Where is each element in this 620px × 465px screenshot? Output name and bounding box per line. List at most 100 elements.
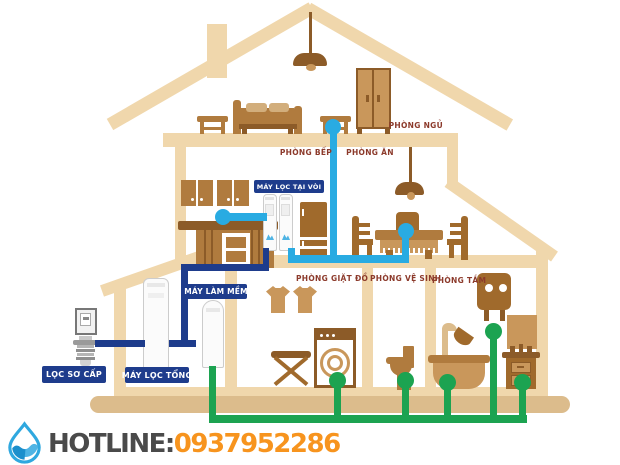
dining-chair-right-leg: [449, 245, 454, 258]
pipe-main-under-kitchen: [181, 264, 269, 271]
roof-right-slope: [304, 2, 514, 131]
whole-house-filter-cap: [147, 283, 165, 287]
tap-filter-cylinder-cap: [265, 197, 274, 200]
water-heater-leg: [500, 310, 505, 321]
pre-filter-thread: [76, 349, 95, 352]
dining-chair-left-back: [352, 216, 359, 260]
outlet-dot-dining-table: [398, 223, 414, 239]
cabinet-handle-dot: [200, 198, 203, 201]
bedroom-lamp-bulb: [306, 64, 316, 71]
tap-filter-cylinder-label: [265, 204, 274, 216]
room-label-laundry: PHÒNG GIẶT ĐỒ: [296, 274, 369, 283]
vanity-top: [502, 352, 540, 358]
ground-floor-strip: [114, 387, 548, 397]
pipe-soft-ground-run: [209, 415, 527, 423]
pipe-main-riser: [181, 266, 188, 347]
whole-house-filter-tank: [143, 278, 169, 370]
dining-table-skirt: [380, 240, 438, 248]
fridge-handle: [302, 241, 304, 246]
kitchen-cabinet-door: [217, 180, 232, 206]
counter-slat: [251, 230, 253, 268]
pipe-soft-softener-drop: [209, 366, 216, 421]
tap-filter-cylinder-cap: [281, 197, 290, 200]
pipe-drinking-kitchen-faucet: [223, 213, 267, 221]
kitchen-cabinet-door: [198, 180, 213, 206]
kitchen-counter-top: [178, 221, 278, 230]
bedroom-lamp-shade: [293, 53, 327, 66]
outlet-dot-heater: [485, 323, 502, 340]
right-outer-wall: [536, 248, 548, 397]
bed-footboard: [294, 106, 302, 134]
dining-chair-left-slat: [359, 231, 370, 235]
wall-laundry-toilet: [362, 268, 373, 397]
bed-mattress: [241, 108, 294, 124]
dining-chair-right-leg: [462, 245, 467, 258]
dining-chair-left-leg: [354, 245, 359, 258]
pre-filter-screen-mark: [83, 317, 89, 320]
counter-slat: [258, 230, 260, 268]
dining-chair-right-slat: [450, 231, 461, 235]
pipe-drinking-bedroom-riser: [330, 127, 337, 261]
washing-machine-control-bar: [317, 331, 353, 340]
vanity-drawer-handle: [517, 366, 524, 368]
fridge-freezer-line: [300, 246, 327, 249]
dining-chair-left-leg: [367, 245, 372, 258]
bathtub-rim: [428, 355, 490, 363]
dining-right-wall: [447, 133, 458, 185]
wardrobe-handle: [377, 95, 380, 102]
fridge: [300, 202, 327, 258]
softener-badge: MÁY LÀM MỀM: [184, 284, 248, 299]
whole-house-filter-label: [148, 293, 164, 298]
wall-toilet-bathroom: [425, 268, 436, 397]
dining-lamp-shade: [395, 182, 424, 195]
kitchen-cabinet-door: [234, 180, 249, 206]
bathroom-mirror: [507, 315, 537, 349]
washing-machine-button: [326, 334, 329, 337]
dining-table-leg: [425, 250, 432, 259]
washing-machine-drum-inner: [327, 355, 343, 371]
pipe-soft-heater-riser: [490, 331, 497, 418]
pipe-drinking-filter-drop: [288, 248, 295, 259]
vanity-faucet-spout: [519, 344, 523, 352]
pipe-soft-vanity-riser: [519, 381, 526, 418]
nightstand-left-top: [197, 116, 228, 122]
softener-cap: [206, 308, 220, 312]
counter-slat: [204, 230, 206, 268]
water-heater-dial: [485, 284, 493, 292]
washing-machine-button: [320, 334, 323, 337]
outlet-dot-toilet: [397, 372, 414, 389]
tshirt-icon: [266, 286, 290, 313]
vanity-faucet-knob: [527, 346, 532, 352]
pre-filter-flange: [73, 340, 98, 345]
tap-filter-cylinder: [263, 194, 277, 251]
dining-chair-right-back: [461, 216, 468, 260]
pipe-soft-toilet-riser: [402, 378, 409, 418]
bed-leg-left: [242, 129, 247, 134]
wardrobe-handle: [366, 95, 369, 102]
attic-floor: [163, 133, 457, 147]
counter-drawer: [226, 237, 246, 248]
room-label-toilet: PHÒNG VỆ SINH: [370, 274, 442, 283]
ironing-board-top: [271, 351, 311, 358]
shower-column: [442, 329, 448, 359]
washing-machine-button: [332, 334, 335, 337]
room-label-kitchen: PHÒNG BẾP: [279, 148, 333, 157]
bed-pillow-right: [269, 103, 289, 112]
dining-table-fringe: [380, 248, 438, 253]
tap-filter-badge: MÁY LỌC TẠI VÒI: [254, 180, 324, 193]
dining-chair-right-seat: [447, 239, 468, 245]
pre-filter-device: [72, 305, 100, 371]
pre-filter-thread: [77, 353, 94, 356]
outlet-dot-vanity: [514, 374, 531, 391]
whole-house-filter-badge: MÁY LỌC TỔNG: [122, 367, 192, 383]
bed-pillow-left: [246, 103, 267, 112]
hotline-bar: HOTLINE:0937952286: [48, 424, 341, 464]
toilet-seat: [386, 357, 414, 364]
wardrobe-door-split: [372, 70, 374, 127]
cabinet-handle-dot: [227, 198, 230, 201]
cabinet-handle-dot: [191, 198, 194, 201]
wardrobe-foot: [357, 129, 362, 134]
room-label-bedroom: PHÒNG NGỦ: [388, 121, 443, 130]
vanity-faucet-knob: [510, 346, 515, 352]
